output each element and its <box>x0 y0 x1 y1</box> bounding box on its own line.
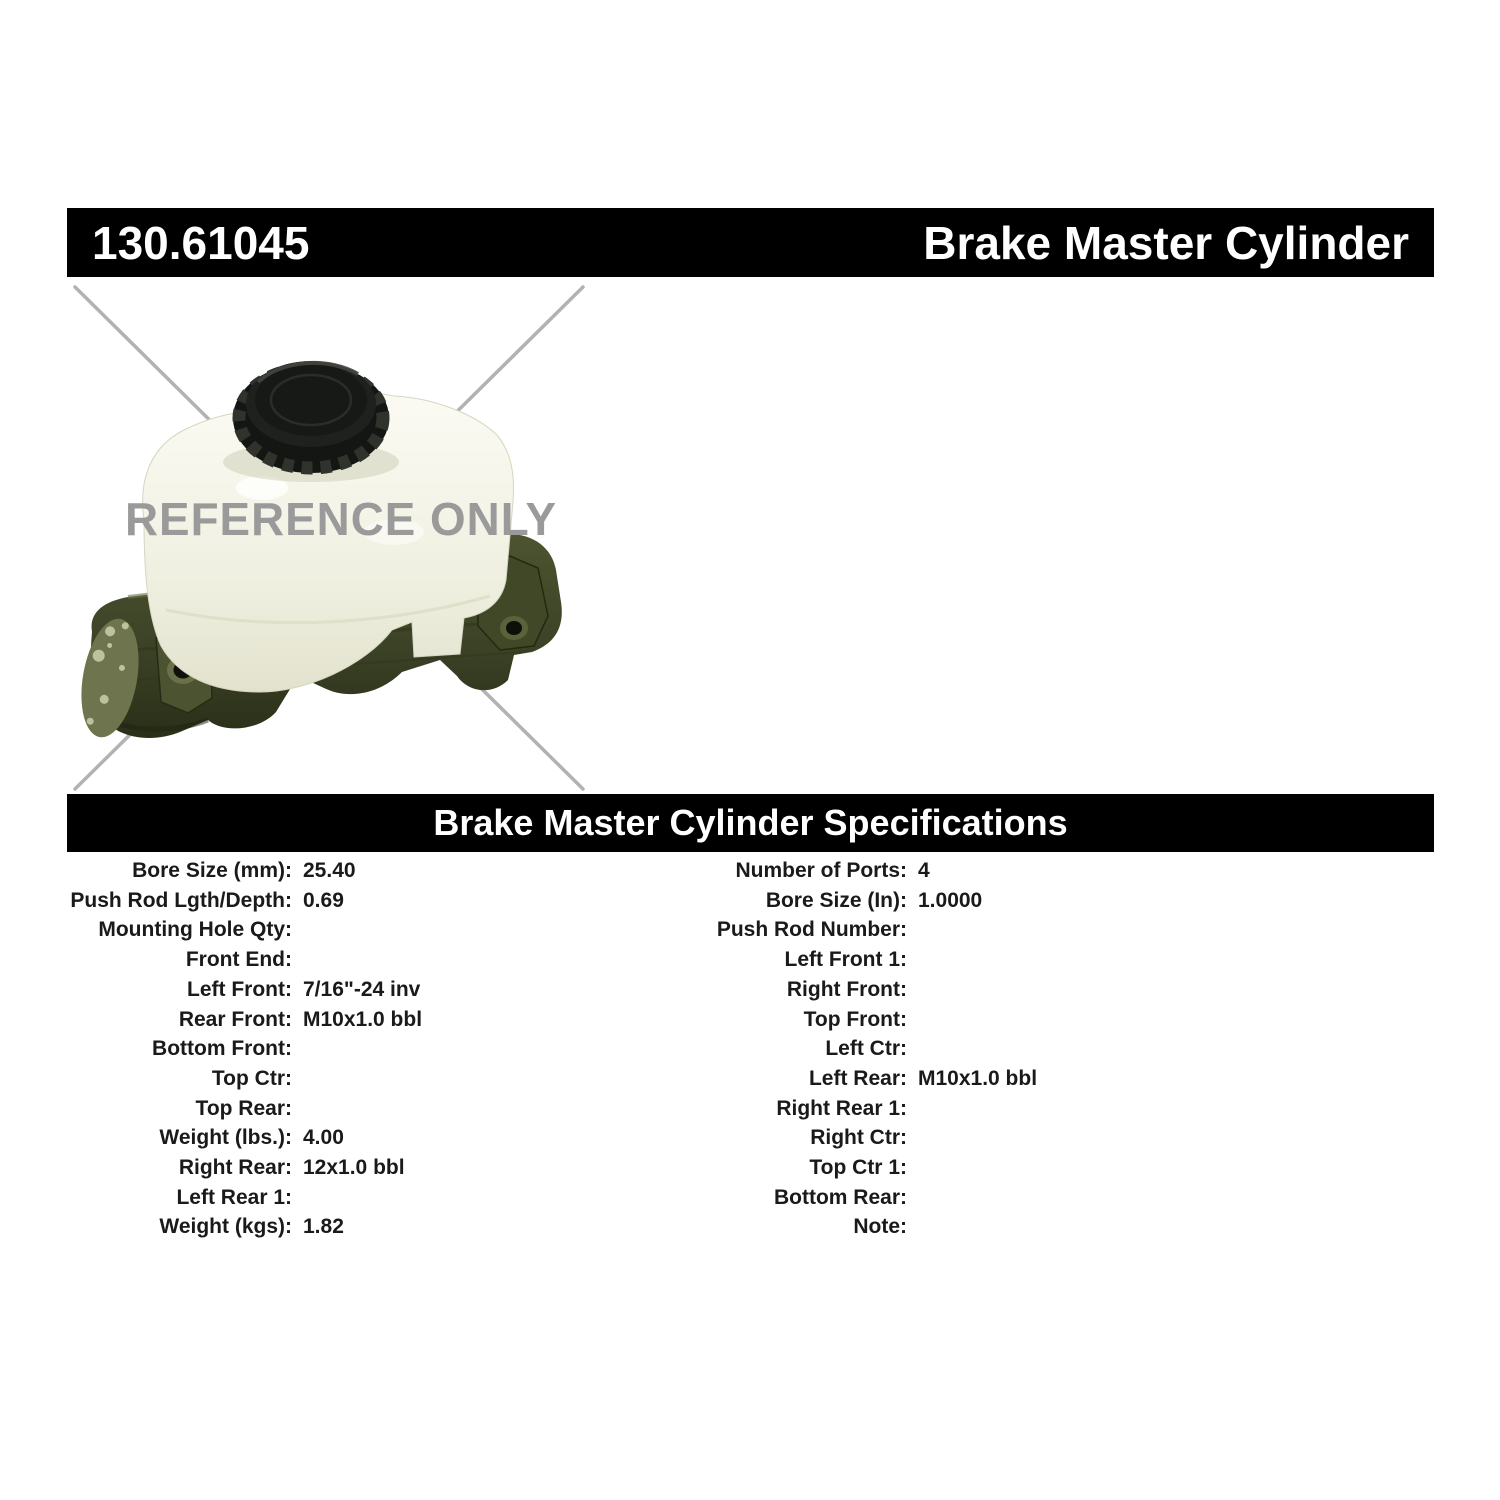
spec-row-right-1: Bore Size (In): 1.0000 <box>680 886 1037 916</box>
spec-label: Right Rear 1: <box>776 1096 907 1120</box>
spec-value: M10x1.0 bbl <box>303 1007 423 1031</box>
product-photo: REFERENCE ONLY <box>62 280 702 800</box>
spec-label: Left Front 1: <box>784 948 907 972</box>
spec-value: 25.40 <box>303 859 356 882</box>
spec-value <box>292 1094 303 1124</box>
spec-value <box>907 1153 918 1183</box>
spec-row-left-1: Push Rod Lgth/Depth: 0.69 <box>65 886 422 916</box>
spec-row-right-2: Push Rod Number: <box>680 915 1037 945</box>
specs-title: Brake Master Cylinder Specifications <box>433 802 1068 843</box>
spec-row-left-8: Top Rear: <box>65 1094 422 1124</box>
spec-label: Bore Size (In): <box>765 888 907 912</box>
spec-row-left-10: Right Rear: 12x1.0 bbl <box>65 1153 422 1183</box>
spec-row-left-3: Front End: <box>65 945 422 975</box>
spec-label: Push Rod Number: <box>716 918 907 942</box>
spec-row-right-0: Number of Ports: 4 <box>680 856 1037 886</box>
spec-label: Left Rear: <box>808 1066 907 1090</box>
spec-label: Top Ctr: <box>211 1066 292 1090</box>
spec-row-right-8: Right Rear 1: <box>680 1094 1037 1124</box>
spec-row-right-4: Right Front: <box>680 975 1037 1005</box>
spec-label: Left Ctr: <box>825 1037 907 1061</box>
spec-row-left-0: Bore Size (mm): 25.40 <box>65 856 422 886</box>
spec-value <box>907 975 918 1005</box>
spec-value: 0.69 <box>303 888 344 912</box>
spec-value: 7/16"-24 inv <box>303 977 421 1001</box>
spec-row-right-10: Top Ctr 1: <box>680 1153 1037 1183</box>
spec-label: Bore Size (mm): <box>132 859 292 882</box>
spec-label: Weight (kgs): <box>159 1215 292 1239</box>
spec-label: Push Rod Lgth/Depth: <box>70 888 292 912</box>
spec-value <box>907 1212 918 1242</box>
spec-label: Top Rear: <box>195 1096 292 1120</box>
spec-value: 12x1.0 bbl <box>303 1156 405 1180</box>
spec-row-left-12: Weight (kgs): 1.82 <box>65 1212 422 1242</box>
spec-row-left-5: Rear Front: M10x1.0 bbl <box>65 1005 422 1035</box>
spec-label: Mounting Hole Qty: <box>98 918 292 942</box>
spec-row-left-7: Top Ctr: <box>65 1064 422 1094</box>
spec-value <box>907 1094 918 1124</box>
spec-value <box>907 915 918 945</box>
spec-label: Right Ctr: <box>810 1126 907 1150</box>
spec-label: Top Ctr 1: <box>809 1156 907 1180</box>
body-end-cap <box>81 618 139 738</box>
reservoir-cap <box>223 360 399 482</box>
spec-label: Top Front: <box>803 1007 907 1031</box>
spec-value <box>907 1183 918 1213</box>
part-number: 130.61045 <box>92 216 310 269</box>
page-title: Brake Master Cylinder <box>923 216 1409 269</box>
spec-label: Weight (lbs.): <box>159 1126 292 1150</box>
spec-label: Right Rear: <box>178 1156 292 1180</box>
spec-row-left-9: Weight (lbs.): 4.00 <box>65 1123 422 1153</box>
spec-row-left-6: Bottom Front: <box>65 1034 422 1064</box>
spec-row-left-4: Left Front: 7/16"-24 inv <box>65 975 422 1005</box>
spec-label: Rear Front: <box>178 1007 292 1031</box>
spec-value: 1.82 <box>303 1215 344 1239</box>
spec-value <box>292 1034 303 1064</box>
watermark-text: REFERENCE ONLY <box>125 493 557 545</box>
spec-value: M10x1.0 bbl <box>918 1066 1038 1090</box>
spec-row-left-2: Mounting Hole Qty: <box>65 915 422 945</box>
specs-title-bar: Brake Master Cylinder Specifications <box>67 794 1434 852</box>
spec-row-right-12: Note: <box>680 1212 1037 1242</box>
spec-value <box>292 945 303 975</box>
spec-value <box>292 915 303 945</box>
spec-label: Left Front: <box>187 977 292 1001</box>
spec-row-right-3: Left Front 1: <box>680 945 1037 975</box>
spec-row-right-6: Left Ctr: <box>680 1034 1037 1064</box>
spec-row-left-11: Left Rear 1: <box>65 1183 422 1213</box>
spec-label: Note: <box>853 1215 907 1239</box>
spec-label: Bottom Front: <box>152 1037 292 1061</box>
spec-value <box>292 1064 303 1094</box>
spec-value <box>907 1005 918 1035</box>
spec-label: Bottom Rear: <box>773 1185 907 1209</box>
spec-label: Number of Ports: <box>735 859 907 882</box>
header-bar: 130.61045 Brake Master Cylinder <box>67 208 1434 277</box>
spec-label: Left Rear 1: <box>176 1185 292 1209</box>
spec-value <box>907 945 918 975</box>
spec-value: 1.0000 <box>918 888 983 912</box>
spec-row-right-7: Left Rear: M10x1.0 bbl <box>680 1064 1037 1094</box>
spec-value: 4.00 <box>303 1126 344 1150</box>
spec-label: Front End: <box>185 948 292 972</box>
spec-row-right-9: Right Ctr: <box>680 1123 1037 1153</box>
spec-value: 4 <box>918 859 930 882</box>
spec-row-right-5: Top Front: <box>680 1005 1037 1035</box>
spec-row-right-11: Bottom Rear: <box>680 1183 1037 1213</box>
spec-value <box>907 1123 918 1153</box>
spec-value <box>292 1183 303 1213</box>
spec-label: Right Front: <box>786 977 907 1001</box>
spec-value <box>907 1034 918 1064</box>
